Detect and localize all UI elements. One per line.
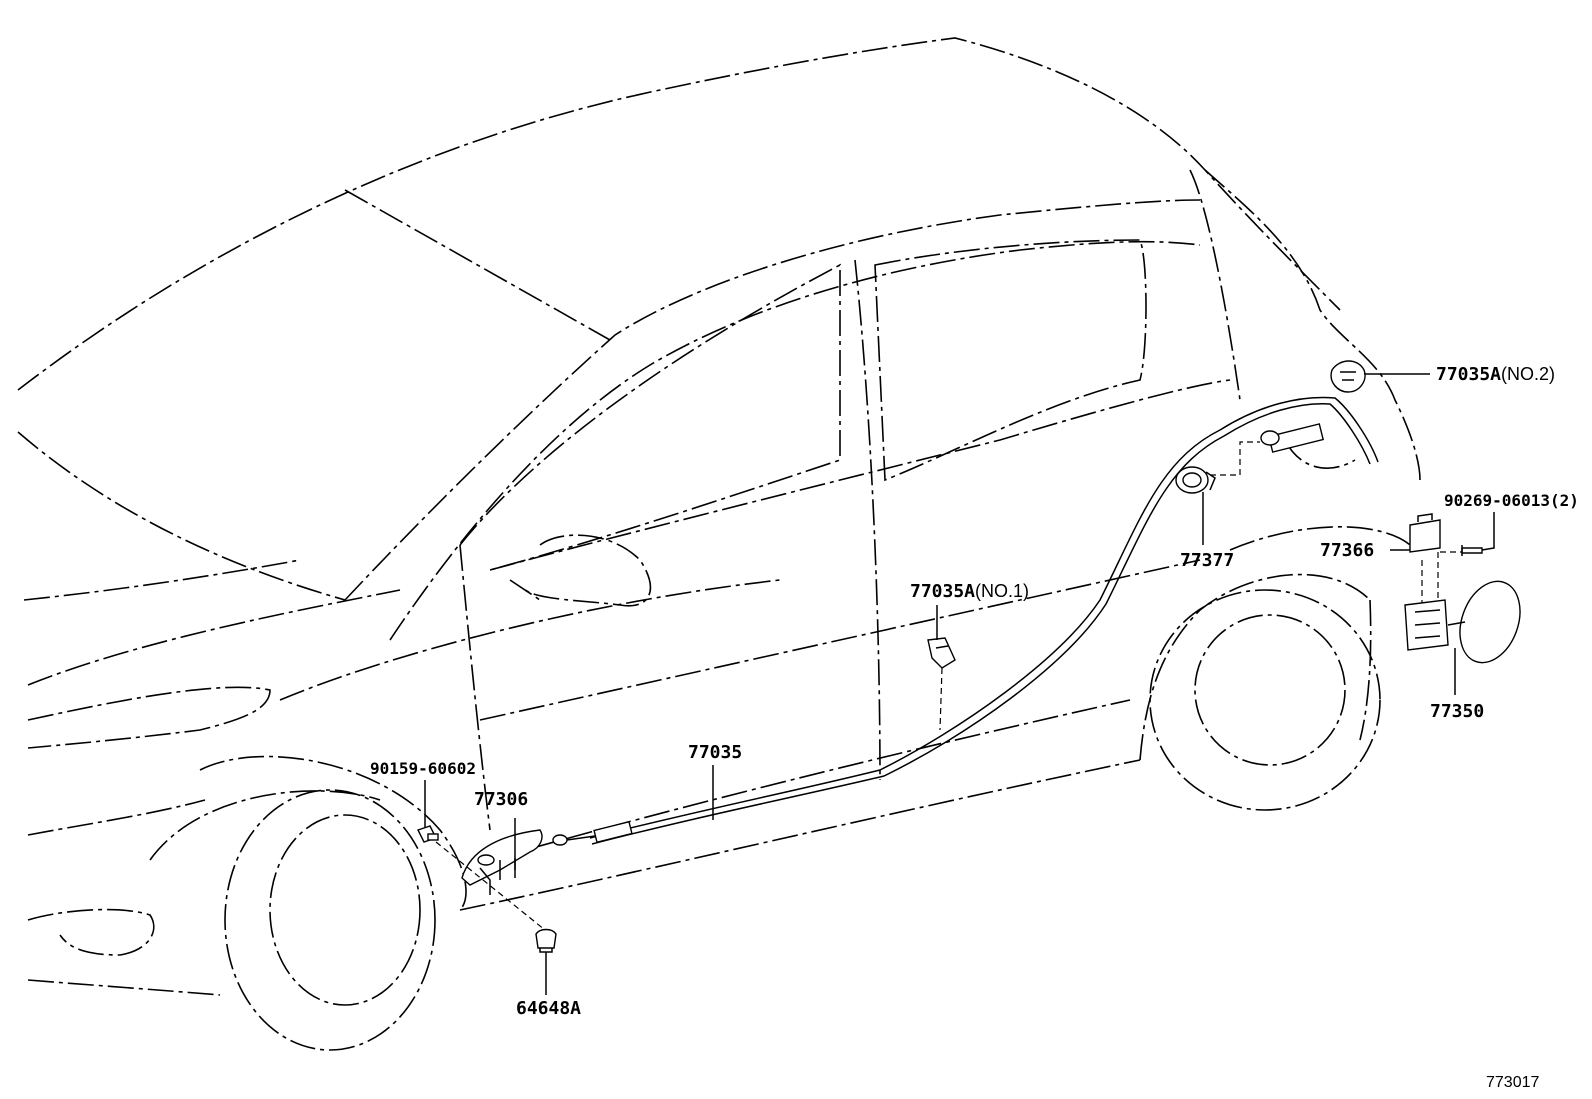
callout-90159: 90159-60602 [370,759,476,778]
leader-90269 [1481,512,1495,551]
bolt-part-icon [417,825,439,843]
clip-part-icon [535,928,557,953]
callout-77350: 77350 [1430,701,1484,722]
vehicle-body-outline [17,37,1421,1051]
callout-77366: 77366 [1320,540,1374,561]
figure-number: 773017 [1486,1074,1539,1091]
callout-77035A-no1: 77035A(NO.1) [910,581,1029,602]
fuel-lid-part-icon [1404,580,1521,664]
clamp-no1-part-icon [927,637,956,669]
hinge-part-icon [1409,513,1441,553]
callout-77035A-no2: 77035A(NO.2) [1436,364,1555,385]
callout-64648A: 64648A [516,998,581,1019]
grommet-guide-line [1210,441,1260,476]
callout-77035: 77035 [688,742,742,763]
callout-77306: 77306 [474,789,528,810]
opener-lever-part-icon [461,829,543,895]
clamp-no1-guide-line [939,667,943,731]
grommet-part-icon [1175,466,1216,494]
clamp-no2-part-icon [1330,360,1366,393]
callout-77377: 77377 [1180,550,1234,571]
fuel-lid-opener-cable [552,396,1379,846]
callout-90269: 90269-06013(2) [1444,491,1579,510]
screw-part-icon [1461,545,1483,556]
fastener-guide-line [435,841,546,931]
